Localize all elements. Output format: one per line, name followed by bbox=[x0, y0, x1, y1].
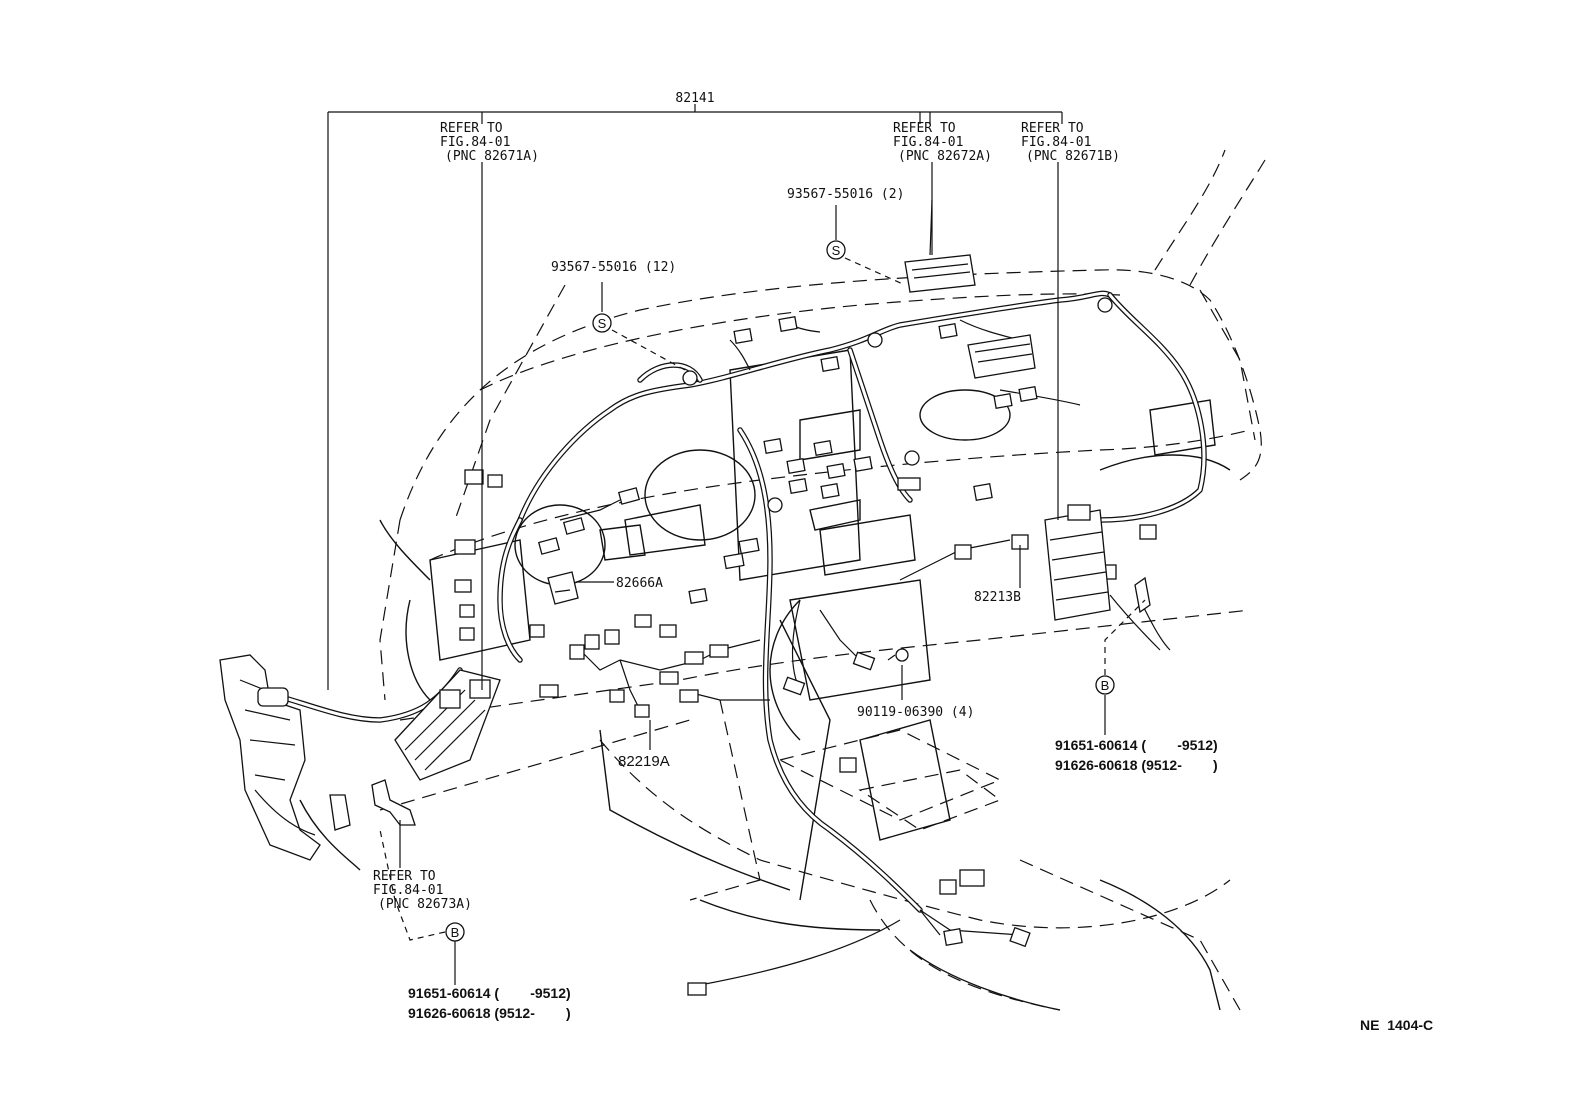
svg-text:FIG.84-01: FIG.84-01 bbox=[1021, 135, 1091, 150]
relay-block-top bbox=[904, 199, 976, 293]
junction-block-right bbox=[1044, 504, 1111, 621]
svg-text:S: S bbox=[832, 243, 841, 258]
symbol-b-left: B bbox=[445, 922, 465, 942]
label-82219a: 82219A bbox=[618, 753, 670, 770]
svg-text:REFER TO: REFER TO bbox=[440, 121, 503, 136]
svg-text:FIG.84-01: FIG.84-01 bbox=[893, 135, 963, 150]
svg-text:91626-60618 (9512- ): 91626-60618 (9512- ) bbox=[1055, 757, 1218, 773]
refer-label-82673a: REFER TO FIG.84-01 (PNC 82673A) bbox=[373, 869, 472, 912]
small-bracket-left bbox=[329, 794, 351, 831]
svg-text:(PNC 82673A): (PNC 82673A) bbox=[378, 897, 472, 912]
svg-text:S: S bbox=[598, 316, 607, 331]
small-bracket-right bbox=[1134, 576, 1151, 614]
svg-text:91651-60614 ( -9512): 91651-60614 ( -9512) bbox=[1055, 737, 1218, 753]
bolt-label-left: 91651-60614 ( -9512) 91626-60618 (9512- … bbox=[408, 985, 571, 1021]
small-bracket-bottom-left bbox=[371, 779, 416, 826]
label-clip-93567-2: 93567-55016 (2) bbox=[787, 187, 904, 202]
svg-text:91651-60614 ( -9512): 91651-60614 ( -9512) bbox=[408, 985, 571, 1001]
leader-lines bbox=[327, 104, 1146, 985]
refer-label-82672a: REFER TO FIG.84-01 (PNC 82672A) bbox=[893, 121, 992, 164]
symbol-b-right: B bbox=[1095, 675, 1115, 695]
left-bracket-assembly bbox=[219, 654, 321, 861]
bolt-part bbox=[887, 648, 909, 662]
relay-block-mid bbox=[967, 334, 1036, 379]
instrument-panel-structure bbox=[299, 349, 1231, 1011]
svg-text:(PNC 82672A): (PNC 82672A) bbox=[898, 149, 992, 164]
svg-text:REFER TO: REFER TO bbox=[893, 121, 956, 136]
svg-text:REFER TO: REFER TO bbox=[373, 869, 436, 884]
label-82141: 82141 bbox=[675, 91, 714, 106]
figure-code: NE 1404-C bbox=[1360, 1017, 1433, 1033]
svg-text:REFER TO: REFER TO bbox=[1021, 121, 1084, 136]
symbol-s-left: S bbox=[592, 313, 612, 333]
svg-text:FIG.84-01: FIG.84-01 bbox=[440, 135, 510, 150]
svg-text:B: B bbox=[451, 925, 460, 940]
label-clip-93567-12: 93567-55016 (12) bbox=[551, 260, 676, 275]
connectors bbox=[454, 315, 1157, 996]
refer-label-82671a: REFER TO FIG.84-01 (PNC 82671A) bbox=[440, 121, 539, 164]
svg-text:91626-60618 (9512- ): 91626-60618 (9512- ) bbox=[408, 1005, 571, 1021]
symbol-s-top: S bbox=[826, 240, 846, 260]
svg-text:(PNC 82671B): (PNC 82671B) bbox=[1026, 149, 1120, 164]
bolt-label-right: 91651-60614 ( -9512) 91626-60618 (9512- … bbox=[1055, 737, 1218, 773]
svg-text:B: B bbox=[1101, 678, 1110, 693]
refer-label-82671b: REFER TO FIG.84-01 (PNC 82671B) bbox=[1021, 121, 1120, 164]
harness-clamps bbox=[454, 297, 1113, 555]
label-82213b: 82213B bbox=[974, 590, 1021, 605]
bracket-82666a bbox=[547, 571, 579, 605]
label-82666a: 82666A bbox=[616, 576, 663, 591]
instrument-panel-outline bbox=[379, 149, 1266, 1011]
svg-text:(PNC 82671A): (PNC 82671A) bbox=[445, 149, 539, 164]
label-bolt-90119: 90119-06390 (4) bbox=[857, 705, 974, 720]
junction-block-left bbox=[394, 669, 501, 781]
svg-text:FIG.84-01: FIG.84-01 bbox=[373, 883, 443, 898]
